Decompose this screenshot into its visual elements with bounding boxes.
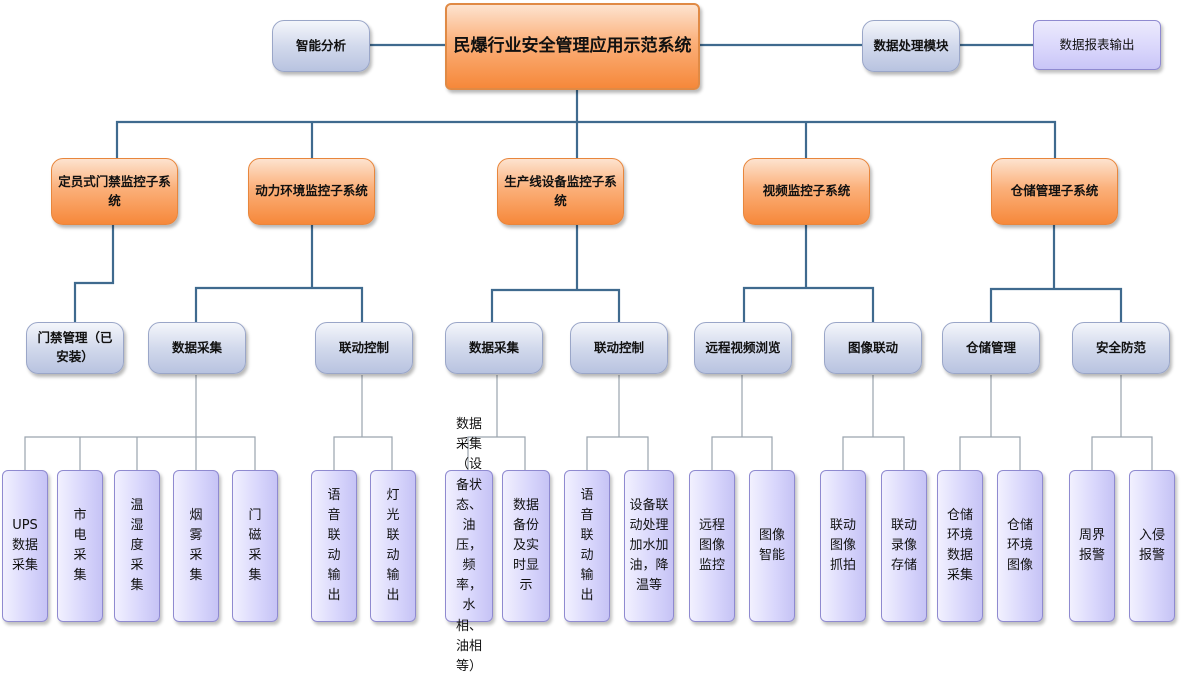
subsystem-power-environment[interactable]: 动力环境监控子系统 (248, 158, 375, 225)
module-linkage-control[interactable]: 联动控制 (315, 322, 413, 374)
module-label: 数据采集 (468, 339, 519, 355)
leaf-label: 联动录像存储 (891, 517, 918, 574)
module-data-collection[interactable]: 数据采集 (445, 322, 543, 374)
module-label: 门禁管理（已安装） (37, 330, 113, 364)
leaf-label: 图像智能 (759, 527, 786, 563)
leaf-image-intelligence[interactable]: 图像智能 (749, 470, 795, 622)
smart-analysis-label: 智能分析 (295, 37, 346, 53)
module-label: 数据采集 (171, 339, 222, 355)
leaf-label: 仓储环境数据采集 (946, 507, 973, 584)
leaf-label: 入侵报警 (1139, 527, 1166, 563)
module-label: 图像联动 (847, 339, 898, 355)
leaf-light-linkage-output[interactable]: 灯光联动输出 (370, 470, 416, 622)
subsystem-production-line[interactable]: 生产线设备监控子系统 (497, 158, 624, 225)
module-label: 安全防范 (1095, 339, 1146, 355)
leaf-label: 语音联动输出 (327, 487, 341, 604)
leaf-label: 远程图像监控 (699, 517, 726, 574)
leaf-remote-image-monitor[interactable]: 远程图像监控 (689, 470, 735, 622)
module-linkage-control[interactable]: 联动控制 (570, 322, 668, 374)
module-label: 仓储管理 (965, 339, 1016, 355)
leaf-intrusion-alarm[interactable]: 入侵报警 (1129, 470, 1175, 622)
leaf-label: 周界报警 (1078, 527, 1105, 563)
leaf-equipment-linkage-processing[interactable]: 设备联动处理加水加油，降温等 (624, 470, 674, 622)
module-security-defense[interactable]: 安全防范 (1072, 322, 1170, 374)
leaf-label: 灯光联动输出 (386, 487, 400, 604)
subsystem-access-control[interactable]: 定员式门禁监控子系统 (51, 158, 178, 225)
module-label: 远程视频浏览 (705, 339, 781, 355)
smart-analysis-node[interactable]: 智能分析 (272, 20, 370, 72)
leaf-equipment-data-collection[interactable]: 数据采集（设备状态、油压，频率，水相、油相等） (445, 417, 493, 674)
leaf-warehouse-env-image[interactable]: 仓储环境图像 (997, 470, 1043, 622)
subsystem-label: 定员式门禁监控子系统 (58, 173, 171, 208)
report-output-label: 数据报表输出 (1059, 36, 1135, 52)
leaf-data-backup-display[interactable]: 数据备份及实时显示 (502, 470, 550, 622)
leaf-voice-linkage-output[interactable]: 语音联动输出 (311, 470, 357, 622)
subsystem-label: 生产线设备监控子系统 (504, 173, 617, 208)
leaf-label: 联动图像抓拍 (830, 517, 857, 574)
data-processing-label: 数据处理模块 (873, 37, 949, 53)
module-label: 联动控制 (593, 339, 644, 355)
leaf-label: 语音联动输出 (580, 487, 594, 604)
leaf-label: 数据采集（设备状态、油压，频率，水相、油相等） (455, 417, 482, 674)
subsystem-label: 视频监控子系统 (762, 183, 851, 199)
module-label: 联动控制 (338, 339, 389, 355)
leaf-label: 数据备份及实时显示 (512, 497, 539, 594)
module-data-collection[interactable]: 数据采集 (148, 322, 246, 374)
subsystem-label: 仓储管理子系统 (1010, 183, 1099, 199)
leaf-door-magnet-collection[interactable]: 门磁采集 (232, 470, 278, 622)
leaf-label: 门磁采集 (248, 507, 262, 584)
leaf-label: 仓储环境图像 (1007, 517, 1034, 574)
module-access-management[interactable]: 门禁管理（已安装） (26, 322, 124, 374)
subsystem-label: 动力环境监控子系统 (255, 183, 368, 199)
leaf-smoke-collection[interactable]: 烟雾采集 (173, 470, 219, 622)
leaf-label: 设备联动处理加水加油，降温等 (629, 497, 669, 594)
root-system[interactable]: 民爆行业安全管理应用示范系统 (445, 3, 700, 90)
data-processing-node[interactable]: 数据处理模块 (862, 20, 960, 72)
module-image-linkage[interactable]: 图像联动 (824, 322, 922, 374)
leaf-label: 市电采集 (73, 507, 87, 584)
leaf-voice-linkage-output-2[interactable]: 语音联动输出 (564, 470, 610, 622)
leaf-mains-collection[interactable]: 市电采集 (57, 470, 103, 622)
leaf-linkage-video-storage[interactable]: 联动录像存储 (881, 470, 927, 622)
subsystem-warehouse[interactable]: 仓储管理子系统 (991, 158, 1118, 225)
leaf-ups-data-collection[interactable]: UPS数据采集 (2, 470, 48, 622)
report-output-node[interactable]: 数据报表输出 (1033, 20, 1161, 70)
module-remote-video-browse[interactable]: 远程视频浏览 (694, 322, 792, 374)
leaf-warehouse-env-data[interactable]: 仓储环境数据采集 (937, 470, 983, 622)
subsystem-video-monitoring[interactable]: 视频监控子系统 (743, 158, 870, 225)
root-label: 民爆行业安全管理应用示范系统 (453, 35, 692, 56)
leaf-label: 温湿度采集 (130, 497, 144, 594)
module-warehouse-management[interactable]: 仓储管理 (942, 322, 1040, 374)
leaf-label: 烟雾采集 (189, 507, 203, 584)
leaf-perimeter-alarm[interactable]: 周界报警 (1069, 470, 1115, 622)
leaf-linkage-image-capture[interactable]: 联动图像抓拍 (820, 470, 866, 622)
leaf-label: UPS数据采集 (11, 517, 38, 574)
leaf-temp-humidity-collection[interactable]: 温湿度采集 (114, 470, 160, 622)
connector-lines (24, 43, 1153, 470)
